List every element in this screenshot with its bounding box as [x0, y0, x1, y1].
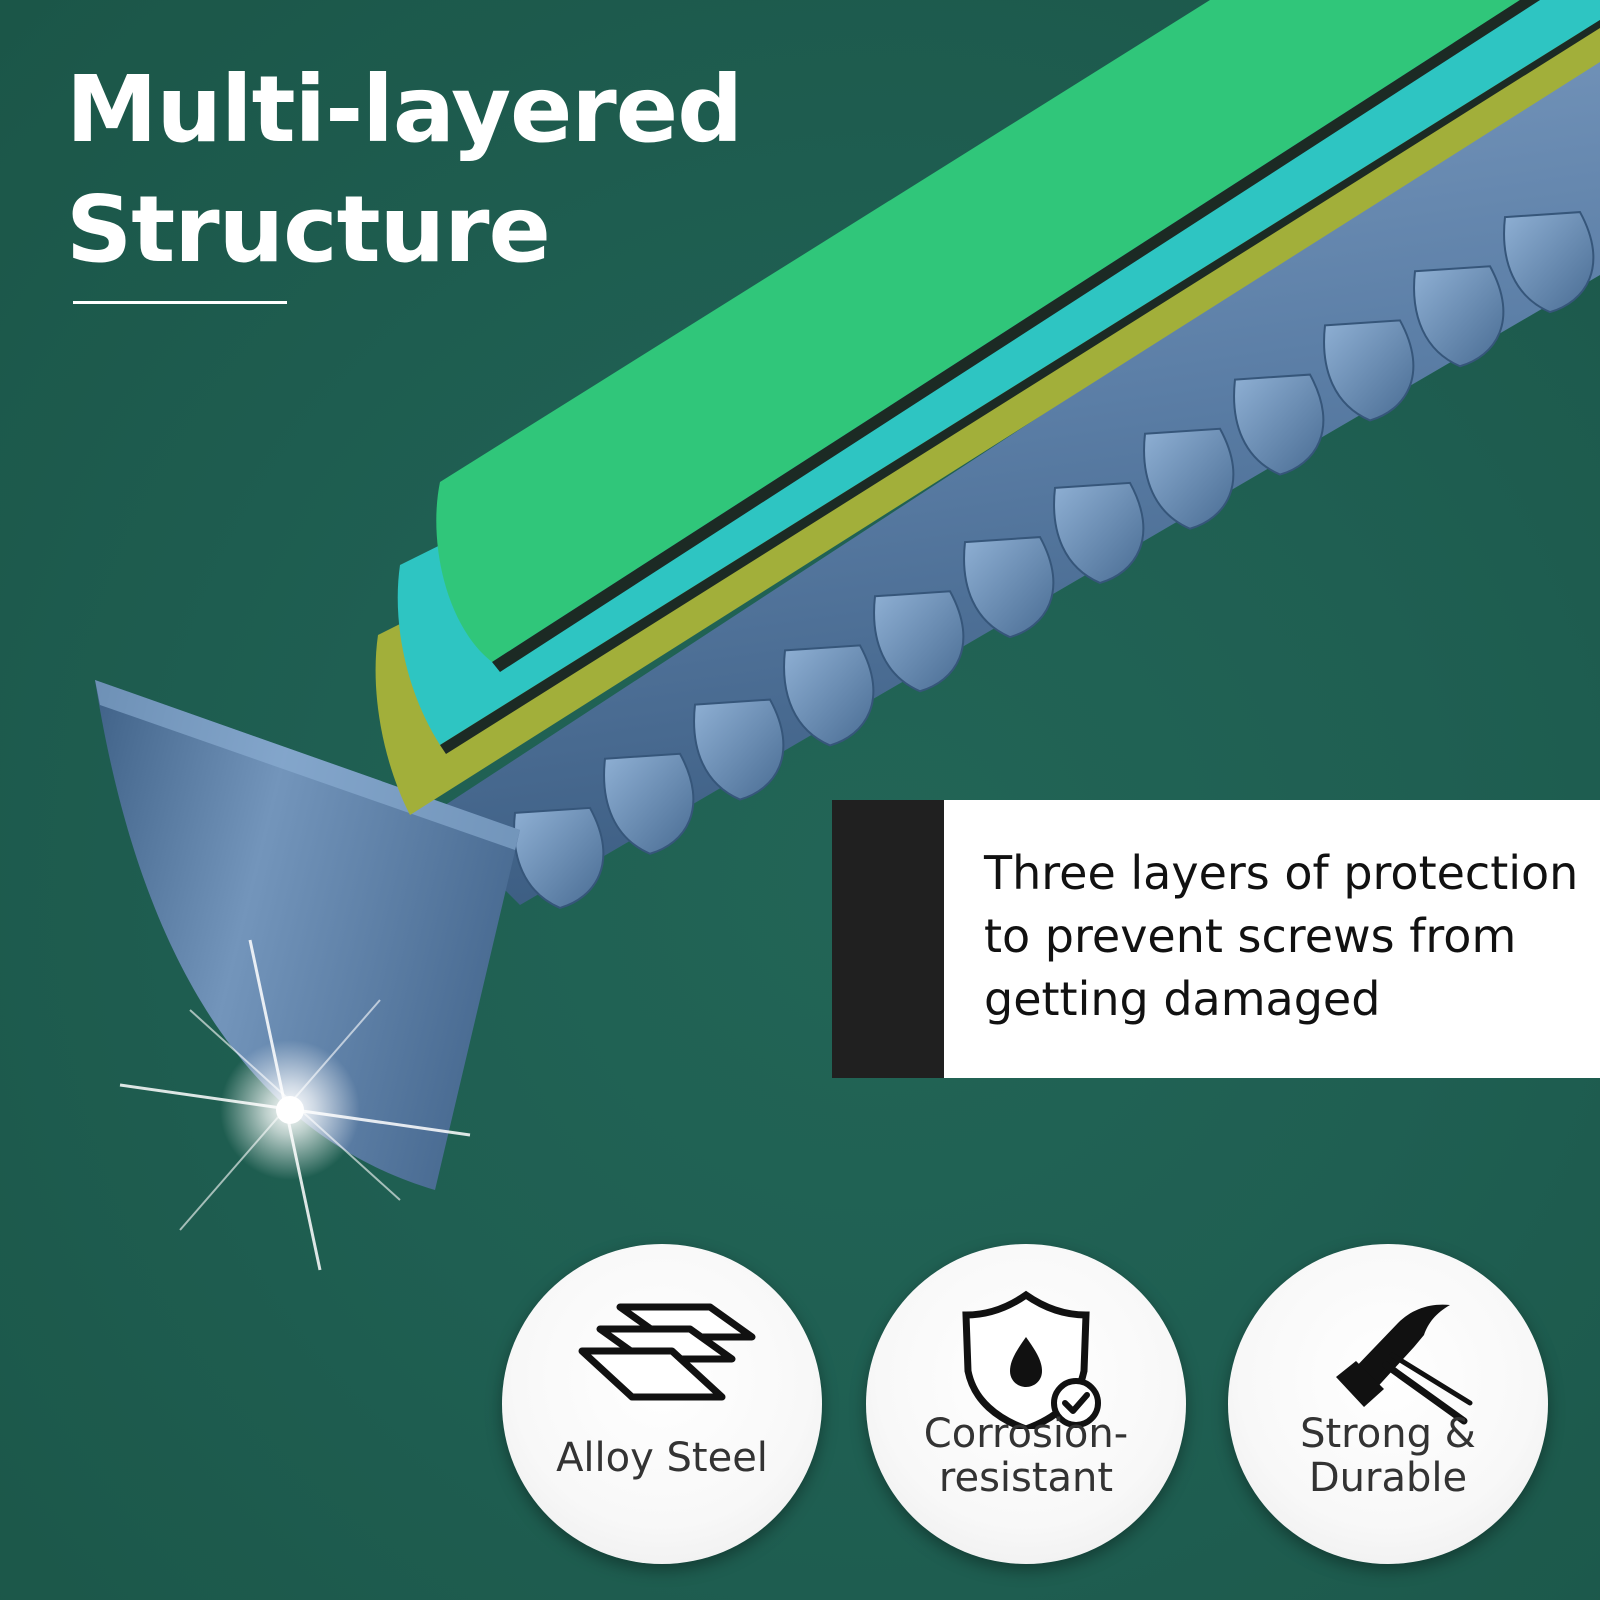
screw-thread	[1143, 427, 1235, 530]
screw-thread	[783, 644, 875, 747]
screw-thread	[963, 536, 1055, 639]
callout-box: Three layers of protection to prevent sc…	[832, 800, 1600, 1078]
headline: Multi-layered Structure	[66, 50, 743, 290]
screw-shaft	[430, 50, 1600, 905]
layer-middle	[397, 0, 1600, 745]
screw-thread	[1233, 373, 1325, 476]
screw-thread	[1053, 481, 1145, 584]
feature-label-line-1: Corrosion-	[923, 1411, 1129, 1457]
headline-line-1: Multi-layered	[66, 56, 743, 163]
screw-thread	[1323, 319, 1415, 422]
feature-badge-strong-durable: Strong & Durable	[1228, 1244, 1548, 1564]
headline-underline	[73, 301, 287, 304]
feature-label: Strong & Durable	[1248, 1412, 1528, 1500]
feature-label-line-1: Strong &	[1300, 1411, 1476, 1457]
callout-text: Three layers of protection to prevent sc…	[984, 846, 1579, 1026]
feature-label-line-1: Alloy Steel	[556, 1435, 768, 1481]
screw-thread	[1413, 265, 1505, 368]
screw-thread	[603, 752, 695, 855]
layer-outer	[436, 0, 1520, 662]
sparkle	[119, 939, 471, 1271]
callout-accent-bar	[832, 800, 944, 1078]
screw-thread	[1503, 211, 1595, 314]
stacked-layers-icon	[578, 1303, 756, 1401]
feature-label-line-2: Durable	[1308, 1455, 1468, 1501]
screw-thread	[513, 806, 605, 909]
feature-label: Alloy Steel	[522, 1436, 802, 1480]
screw-threads	[513, 211, 1595, 909]
screw-thread	[693, 698, 785, 801]
screw-thread	[873, 590, 965, 693]
feature-label-line-2: resistant	[938, 1455, 1114, 1501]
feature-badge-alloy-steel: Alloy Steel	[502, 1244, 822, 1564]
feature-label: Corrosion- resistant	[886, 1412, 1166, 1500]
headline-line-2: Structure	[66, 176, 551, 283]
shield-droplet-check-icon	[962, 1290, 1101, 1429]
hammer-icon	[1336, 1304, 1473, 1425]
feature-badge-corrosion-resistant: Corrosion- resistant	[866, 1244, 1186, 1564]
